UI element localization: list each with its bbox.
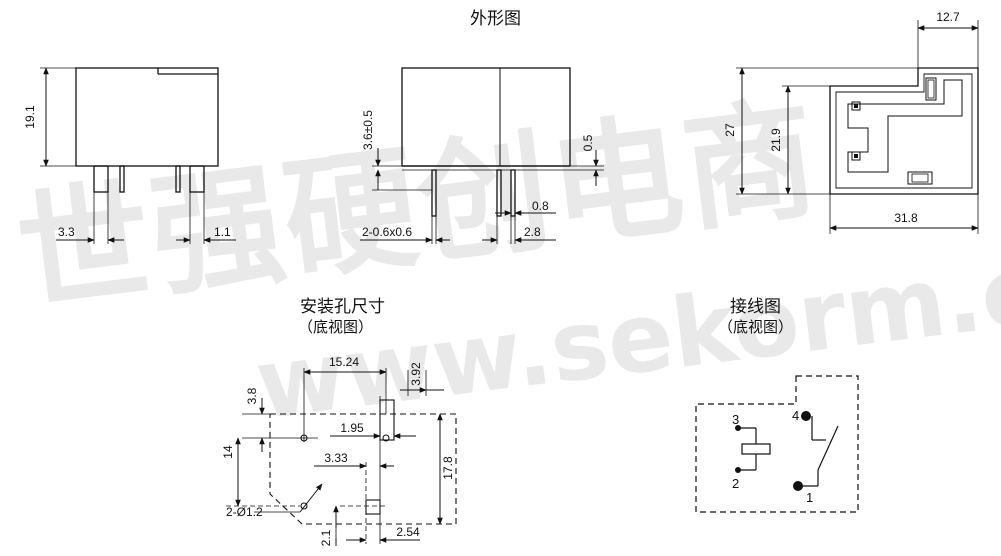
wiring-diagram (695, 375, 859, 513)
dim-mount-pitch-y: 14 (221, 445, 235, 459)
pin4-dot (801, 411, 811, 421)
pin2-dot (735, 467, 741, 473)
dim-mount-pitch-x: 15.24 (329, 355, 359, 369)
pin3-dot (735, 425, 741, 431)
mounting-holes (226, 368, 457, 546)
dim-top-right-width: 12.7 (936, 10, 960, 24)
mounting-title: 安装孔尺寸 (300, 297, 385, 317)
dim-front-height: 19.1 (23, 105, 37, 129)
dim-side-pin-span: 2.8 (524, 225, 541, 239)
dim-mount-edge-right: 3.92 (409, 362, 423, 386)
wiring-subtitle: （底视图） (718, 318, 794, 336)
dim-mount-top-offset: 3.8 (245, 387, 259, 404)
top-view (736, 20, 979, 234)
dim-mount-hole-spec: 2-Ø1.2 (226, 505, 263, 519)
wiring-pin4-label: 4 (792, 408, 799, 423)
dim-side-pin-gap: 0.8 (532, 199, 549, 213)
mounting-subtitle: （底视图） (298, 318, 374, 336)
pin1-dot (793, 481, 803, 491)
dim-mount-bottom-offset: 2.1 (319, 529, 333, 546)
wiring-pin1-label: 1 (806, 490, 813, 505)
dim-top-height-total: 27 (723, 123, 737, 137)
wiring-pin2-label: 2 (732, 476, 739, 491)
dim-mount-small-offset: 3.33 (324, 451, 348, 465)
dim-side-pin-size: 2-0.6x0.6 (362, 225, 412, 239)
dim-front-pin-width: 1.1 (214, 225, 231, 239)
dim-mount-inner-gap: 1.95 (340, 421, 364, 435)
wiring-terminals (735, 411, 811, 491)
dim-top-height-inner: 21.9 (769, 128, 783, 152)
dim-side-top-step: 0.5 (581, 134, 595, 151)
outline-title: 外形图 (470, 9, 521, 29)
wiring-title: 接线图 (730, 297, 781, 317)
dim-mount-total-height: 17.8 (441, 456, 455, 480)
front-view (40, 67, 236, 244)
dim-mount-bottom-pitch: 2.54 (396, 525, 420, 539)
dim-top-length: 31.8 (894, 211, 918, 225)
dim-side-standoff: 3.6±0.5 (361, 110, 375, 150)
dim-front-pin-offset: 3.3 (58, 225, 75, 239)
wiring-pin3-label: 3 (732, 412, 739, 427)
side-view (360, 67, 604, 244)
